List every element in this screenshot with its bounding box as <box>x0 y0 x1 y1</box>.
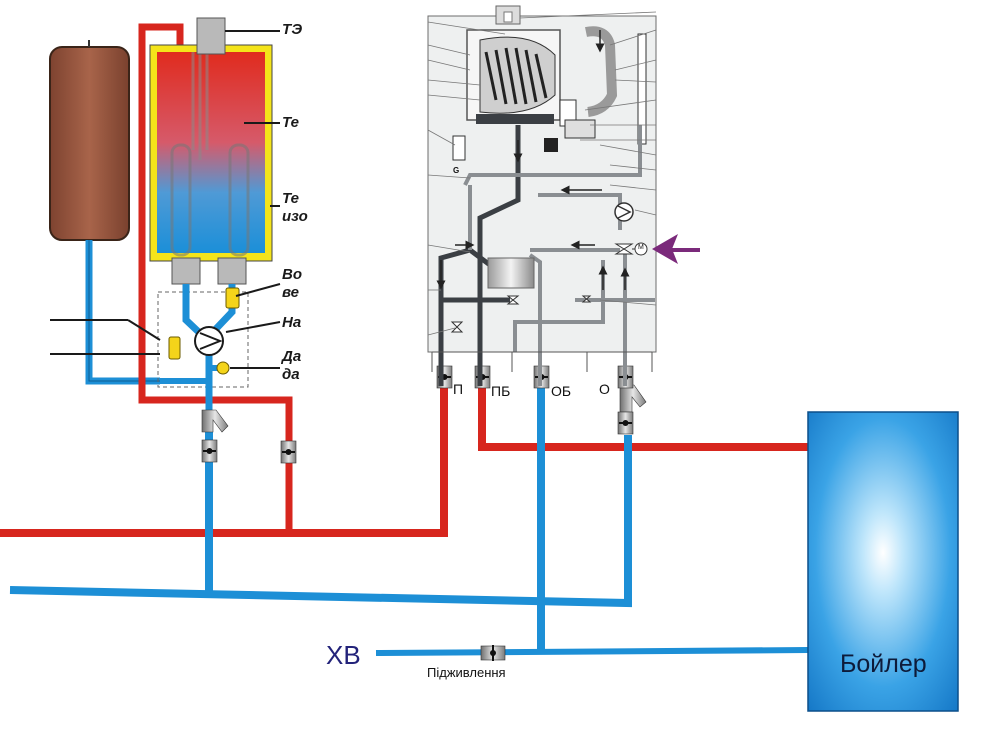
safety-valve <box>168 287 240 375</box>
valve <box>201 439 218 463</box>
left-unit-red-pipe <box>138 23 293 530</box>
left-label-te2: Те <box>282 114 299 131</box>
boiler-pump <box>614 202 634 222</box>
tank-pipe <box>85 240 160 385</box>
heater-vessel <box>149 17 273 285</box>
filter-fitting <box>619 384 647 413</box>
plate-heat-exchanger <box>487 257 535 289</box>
port-label-p: П <box>453 381 464 397</box>
motor-icon <box>634 242 648 256</box>
heating-element <box>170 52 250 257</box>
leader-lines-left <box>50 30 281 369</box>
left-label-da: Да <box>282 348 302 365</box>
cold-water-label: ХВ <box>326 640 361 670</box>
return-pipe-main <box>9 435 632 608</box>
circulation-pump <box>194 326 224 356</box>
boiler-tank <box>807 411 959 712</box>
left-label-na: На <box>282 314 302 331</box>
gauge-g-label: G <box>453 166 460 175</box>
port-label-o: О <box>599 381 610 397</box>
gas-boiler-schematic <box>427 5 657 386</box>
left-label-izo: изо <box>282 208 308 225</box>
filter-fitting <box>201 409 229 433</box>
cold-water-pipe <box>375 647 809 656</box>
left-label-te: ТЭ <box>282 21 303 38</box>
left-label-ve: ве <box>282 284 300 301</box>
feed-label: Підживлення <box>427 665 506 680</box>
motor-m-label: M <box>638 244 644 251</box>
port-label-ob: ОБ <box>551 383 572 399</box>
indicator-arrow <box>652 234 700 264</box>
valve <box>617 411 634 435</box>
feed-valve <box>480 645 506 661</box>
port-label-pb: ПБ <box>491 383 511 399</box>
supply-pipe-main <box>0 386 448 537</box>
left-label-da2: да <box>282 366 300 383</box>
leader-lines-boiler <box>427 11 657 336</box>
valve <box>280 440 297 464</box>
boiler-label: Бойлер <box>840 650 927 678</box>
left-label-vo: Во <box>282 266 302 283</box>
boiler-supply-pipe <box>478 386 808 451</box>
left-label-te3: Те <box>282 190 299 207</box>
burner <box>476 114 554 124</box>
fan <box>479 36 556 114</box>
expansion-tank <box>49 40 130 241</box>
